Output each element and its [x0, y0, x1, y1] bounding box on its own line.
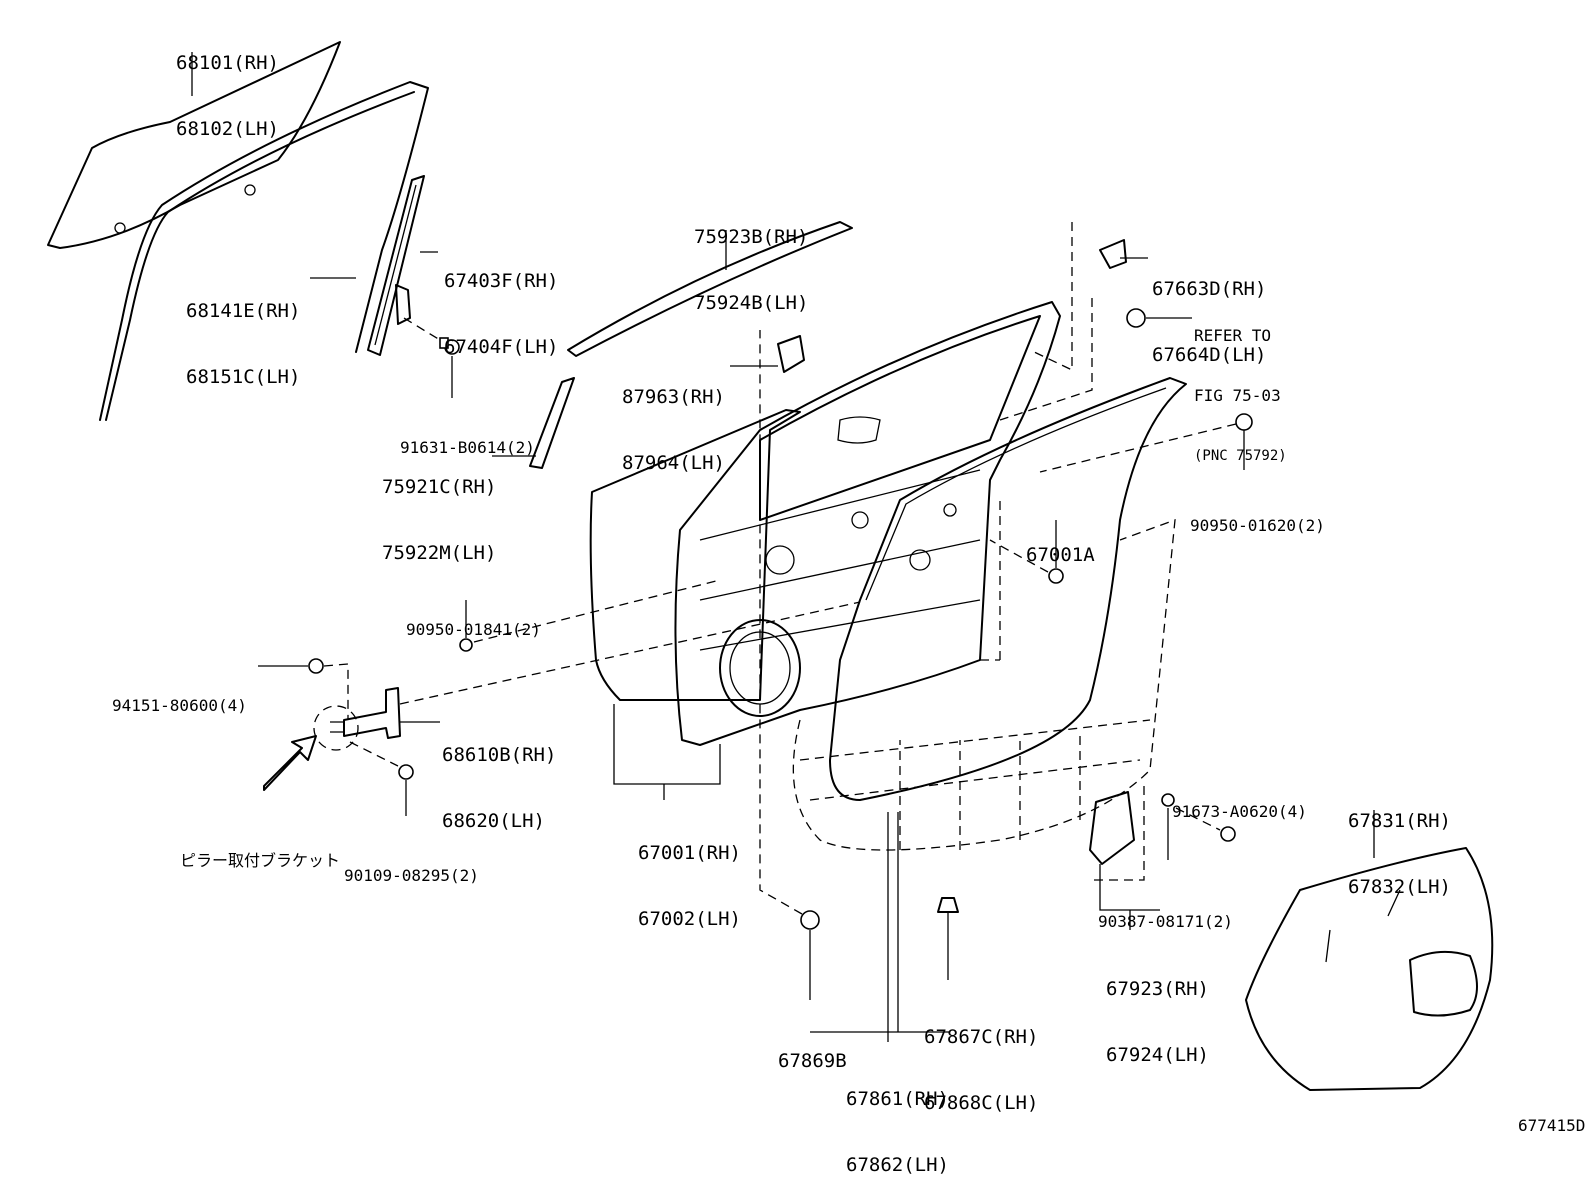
- label-67869-text: 67869B: [778, 1050, 847, 1072]
- check-assembly: [313, 687, 401, 751]
- label-68610-rh: 68610B(RH): [442, 744, 557, 766]
- label-90950-01841: 90950-01841(2): [406, 580, 541, 660]
- label-67831-lh: 67832(LH): [1348, 876, 1451, 898]
- door-weatherstrip: [829, 377, 1187, 801]
- label-pillar-bracket-text: ピラー取付ブラケット: [180, 851, 341, 870]
- label-68610-lh: 68620(LH): [442, 810, 545, 832]
- clip-90387: [1161, 793, 1175, 807]
- plug-90950-01841: [459, 579, 721, 652]
- label-94151-text: 94151-80600(4): [112, 696, 247, 715]
- screw-91673: [1175, 807, 1236, 842]
- label-68141-rh: 68141E(RH): [186, 300, 301, 322]
- label-refer-line3: (PNC 75792): [1194, 448, 1287, 464]
- label-67403-lh: 67404F(LH): [444, 336, 559, 358]
- label-90109: 90109-08295(2): [344, 826, 479, 906]
- bracket-67923: [1089, 786, 1145, 881]
- label-75923-rh: 75923B(RH): [694, 226, 809, 248]
- label-67923-lh: 67924(LH): [1106, 1044, 1209, 1066]
- label-refer-line1: REFER TO: [1194, 326, 1272, 345]
- mirror-base-cover: [777, 335, 805, 373]
- label-91673: 91673-A0620(4): [1172, 762, 1307, 842]
- label-68101-rh: 68101(RH): [176, 52, 279, 74]
- label-67663: 67663D(RH) 67664D(LH): [1152, 234, 1266, 388]
- diagram-id-text: 677415D: [1518, 1116, 1586, 1135]
- glass-run-channel: [99, 81, 429, 421]
- label-pillar-bracket: ピラー取付ブラケット: [180, 806, 340, 894]
- label-94151: 94151-80600(4): [112, 656, 247, 736]
- label-90950-01620: 90950-01620(2): [1190, 476, 1325, 556]
- label-87963-rh: 87963(RH): [622, 386, 725, 408]
- door-inner-frame: [674, 301, 1061, 746]
- label-90387: 90387-08171(2): [1098, 872, 1233, 952]
- bolt-94151: [308, 658, 349, 720]
- leader-lines: [191, 52, 1375, 1042]
- clip-refer: [999, 298, 1146, 421]
- label-75921-lh: 75922M(LH): [382, 542, 497, 564]
- label-68141-lh: 68151C(LH): [186, 366, 301, 388]
- label-67403: 67403F(RH) 67404F(LH): [444, 226, 558, 380]
- label-87963: 87963(RH) 87964(LH): [622, 342, 725, 496]
- clip-67663: [1029, 222, 1127, 372]
- door-silhouette-dashed: [792, 500, 1176, 851]
- label-67923-rh: 67923(RH): [1106, 978, 1209, 1000]
- label-refer-line2: FIG 75-03: [1194, 386, 1281, 405]
- label-75921: 75921C(RH) 75922M(LH): [382, 432, 496, 586]
- service-hole-cover: [1245, 847, 1494, 1091]
- bolt-91631: [403, 317, 460, 355]
- label-67663-lh: 67664D(LH): [1152, 344, 1267, 366]
- label-67403-rh: 67403F(RH): [444, 270, 559, 292]
- door-parts-diagram: [47, 41, 1494, 1091]
- label-67923: 67923(RH) 67924(LH): [1106, 934, 1209, 1088]
- division-bar: [367, 175, 425, 356]
- label-68101-lh: 68102(LH): [176, 118, 279, 140]
- label-68141: 68141E(RH) 68151C(LH): [186, 256, 300, 410]
- nut-67001a: [989, 539, 1064, 584]
- label-67001-lh: 67002(LH): [638, 908, 741, 930]
- label-67001a-text: 67001A: [1026, 544, 1095, 566]
- label-91631: 91631-B0614(2): [400, 398, 535, 478]
- label-67001-rh: 67001(RH): [638, 842, 741, 864]
- label-90950-01841-text: 90950-01841(2): [406, 620, 541, 639]
- label-refer: REFER TO FIG 75-03 (PNC 75792): [1194, 286, 1287, 486]
- belt-moulding: [567, 221, 853, 357]
- label-67831: 67831(RH) 67832(LH): [1348, 766, 1451, 920]
- hinge-dashed-lead: [399, 601, 861, 705]
- label-67861-rh: 67861(RH): [846, 1088, 949, 1110]
- bolt-90109: [349, 741, 414, 780]
- label-90387-text: 90387-08171(2): [1098, 912, 1233, 931]
- label-91673-text: 91673-A0620(4): [1172, 802, 1307, 821]
- label-75921-rh: 75921C(RH): [382, 476, 497, 498]
- label-68101: 68101(RH) 68102(LH): [176, 8, 279, 162]
- label-67869: 67869B: [778, 1006, 847, 1094]
- pillar-garnish: [529, 377, 575, 469]
- label-67861: 67861(RH) 67862(LH): [846, 1044, 949, 1198]
- label-67001a: 67001A: [1026, 500, 1095, 588]
- label-87963-lh: 87964(LH): [622, 452, 725, 474]
- label-91631-text: 91631-B0614(2): [400, 438, 535, 457]
- label-90950-01620-text: 90950-01620(2): [1190, 516, 1325, 535]
- label-67831-rh: 67831(RH): [1348, 810, 1451, 832]
- label-90109-text: 90109-08295(2): [344, 866, 479, 885]
- label-75923-lh: 75924B(LH): [694, 292, 809, 314]
- clip-67867c: [937, 897, 959, 926]
- label-67867-rh: 67867C(RH): [924, 1026, 1039, 1048]
- label-67001: 67001(RH) 67002(LH): [638, 798, 741, 952]
- door-glass: [47, 41, 341, 249]
- label-75923: 75923B(RH) 75924B(LH): [694, 182, 808, 336]
- label-67861-lh: 67862(LH): [846, 1154, 949, 1176]
- label-67663-rh: 67663D(RH): [1152, 278, 1267, 300]
- label-68610: 68610B(RH) 68620(LH): [442, 700, 556, 854]
- plug-67869b: [759, 330, 820, 930]
- diagram-id: 677415D: [1518, 1076, 1585, 1156]
- pillar-bracket-arrow: [263, 735, 317, 791]
